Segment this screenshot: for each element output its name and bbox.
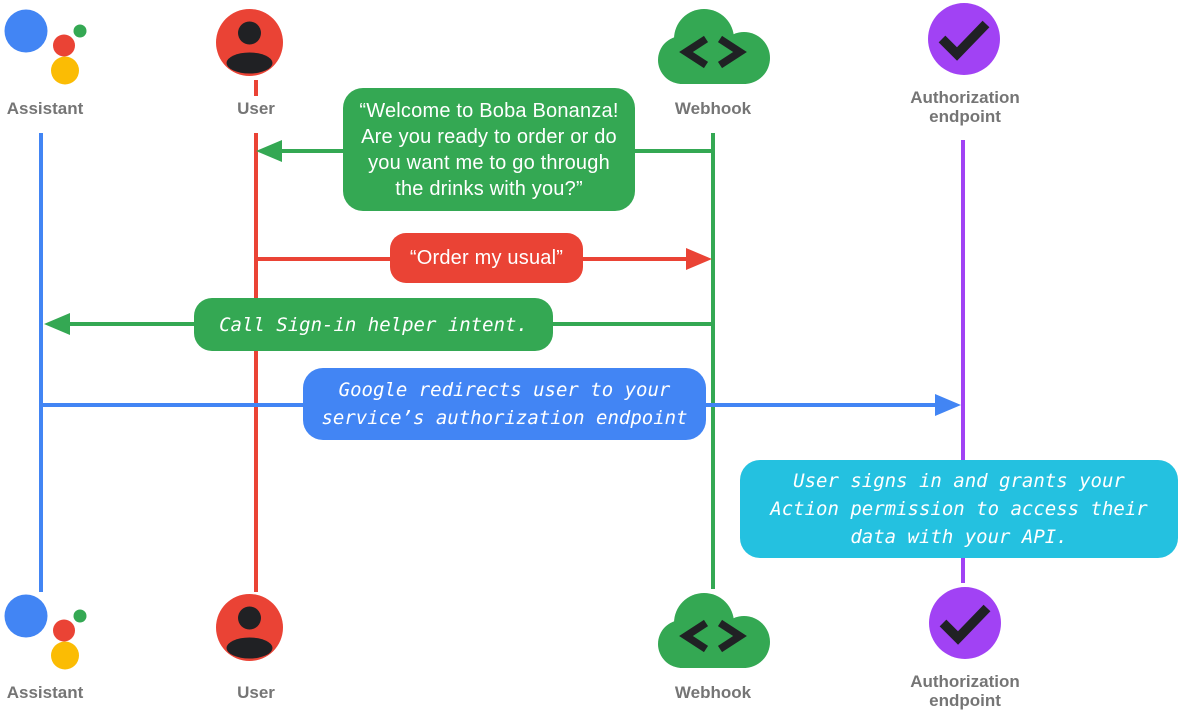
actor-label-webhook-top: Webhook [674, 99, 752, 118]
arrow-order-arrowhead-icon [686, 248, 712, 270]
person-icon [216, 594, 283, 661]
message-bubble-redirect: Google redirects user to your service’s … [303, 368, 706, 440]
check-circle-icon [928, 3, 1000, 75]
cloud-code-icon [658, 9, 770, 84]
lifeline-authorization-endpoint [961, 140, 965, 583]
message-bubble-welcome: “Welcome to Boba Bonanza! Are you ready … [343, 88, 635, 211]
actor-label-assistant-bottom: Assistant [6, 683, 84, 702]
message-bubble-call-sign-in: Call Sign-in helper intent. [194, 298, 553, 351]
arrow-signin-arrowhead-icon [44, 313, 70, 335]
actor-label-authorization-bottom: Authorization endpoint [910, 672, 1020, 710]
lifeline-user-stub [254, 80, 258, 96]
arrow-redirect-arrowhead-icon [935, 394, 961, 416]
check-circle-icon [929, 587, 1001, 659]
note-bubble-user-signs-in: User signs in and grants your Action per… [740, 460, 1178, 558]
actor-label-user-bottom: User [237, 683, 275, 702]
lifeline-user [254, 133, 258, 592]
lifeline-webhook [711, 133, 715, 589]
google-assistant-icon [4, 9, 87, 85]
actor-label-user-top: User [237, 99, 275, 118]
cloud-code-icon [658, 593, 770, 668]
message-bubble-order-my-usual: “Order my usual” [390, 233, 583, 283]
arrow-welcome-arrowhead-icon [256, 140, 282, 162]
person-icon [216, 9, 283, 76]
google-assistant-icon [4, 594, 87, 670]
actor-label-authorization-top: Authorization endpoint [910, 88, 1020, 126]
lifeline-assistant [39, 133, 43, 592]
actor-label-assistant-top: Assistant [6, 99, 84, 118]
actor-label-webhook-bottom: Webhook [674, 683, 752, 702]
